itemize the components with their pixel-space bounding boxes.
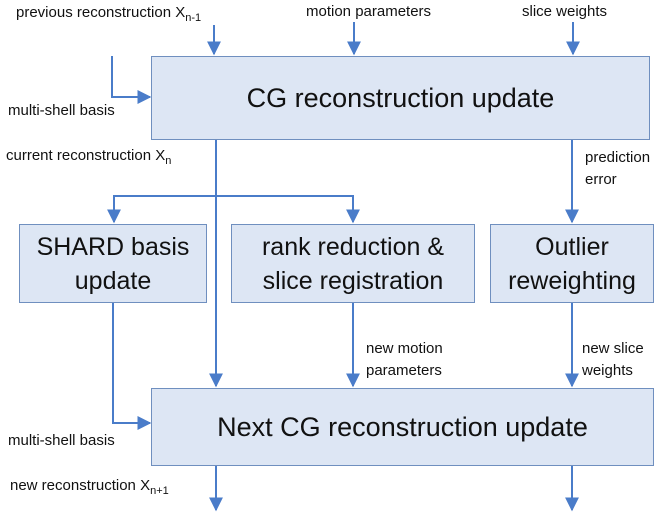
rank-reduction-line-2: slice registration — [262, 266, 444, 295]
rank-reduction-box: rank reduction & slice registration — [231, 224, 475, 303]
prediction-error-line-2: error — [585, 171, 617, 188]
previous-reconstruction-label: previous reconstruction Xn-1 — [16, 4, 201, 27]
slice-weights-label: slice weights — [522, 3, 608, 20]
new-slice-weights-label: new slice weights — [582, 340, 644, 380]
arrow-shard-to-next — [112, 303, 152, 430]
new-motion-parameters-line-2: parameters — [366, 362, 442, 379]
shard-line-1: SHARD basis — [36, 232, 190, 261]
previous-reconstruction-text: previous reconstruction X — [16, 4, 186, 21]
next-cg-reconstruction-update-box: Next CG reconstruction update — [151, 388, 654, 466]
rank-reduction-line-1: rank reduction & — [261, 232, 445, 261]
cg-reconstruction-update-box: CG reconstruction update — [151, 56, 650, 140]
prediction-error-label: prediction error — [585, 149, 650, 189]
multi-shell-basis-top-label: multi-shell basis — [8, 102, 115, 119]
arrow-multi-shell-basis-top — [111, 56, 152, 104]
new-reconstruction-subscript: n+1 — [150, 485, 169, 497]
previous-reconstruction-subscript: n-1 — [185, 12, 202, 24]
arrow-split-left — [107, 195, 216, 224]
arrow-split-right — [216, 195, 360, 224]
current-reconstruction-subscript: n — [165, 155, 172, 167]
cg-reconstruction-update-text: CG reconstruction update — [246, 82, 555, 113]
new-motion-parameters-label: new motion parameters — [366, 340, 443, 380]
new-slice-weights-line-2: weights — [582, 362, 633, 379]
motion-parameters-label: motion parameters — [306, 3, 432, 20]
outlier-line-1: Outlier — [535, 232, 609, 261]
next-cg-reconstruction-update-text: Next CG reconstruction update — [217, 411, 588, 442]
shard-line-2: update — [74, 266, 152, 295]
current-reconstruction-text: current reconstruction X — [6, 147, 166, 164]
new-reconstruction-label: new reconstruction Xn+1 — [10, 477, 169, 500]
outlier-line-2: reweighting — [508, 266, 636, 295]
outlier-reweighting-box: Outlier reweighting — [490, 224, 654, 303]
prediction-error-line-1: prediction — [585, 149, 651, 166]
shard-basis-update-box: SHARD basis update — [19, 224, 207, 303]
new-reconstruction-text: new reconstruction X — [10, 477, 151, 494]
current-reconstruction-label: current reconstruction Xn — [6, 147, 171, 170]
new-motion-parameters-line-1: new motion — [366, 340, 443, 357]
multi-shell-basis-bottom-label: multi-shell basis — [8, 432, 115, 449]
new-slice-weights-line-1: new slice — [582, 340, 644, 357]
